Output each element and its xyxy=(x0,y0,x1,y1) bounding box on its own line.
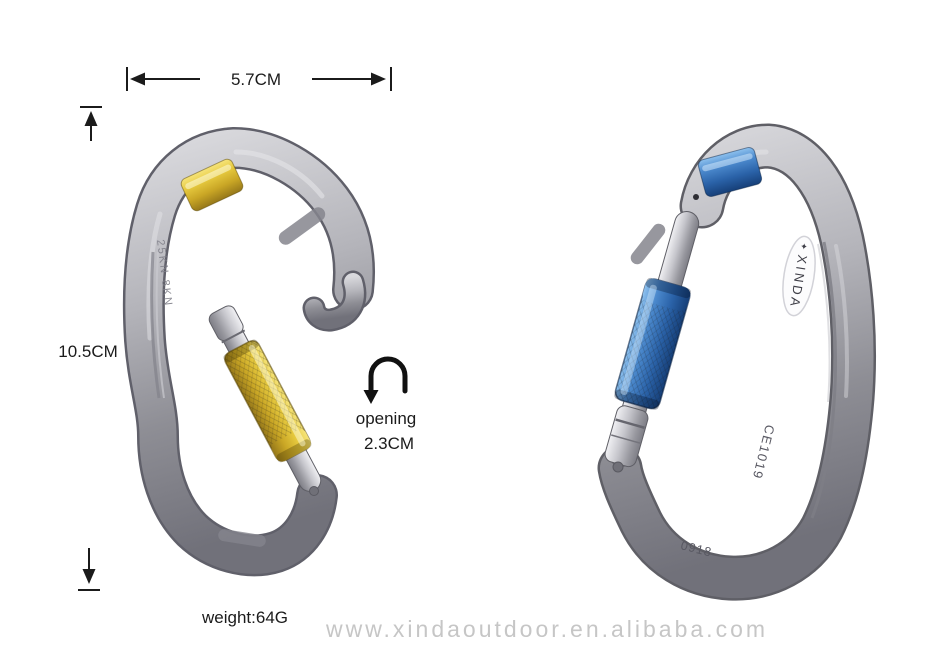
left-frame-bottom-groove xyxy=(218,529,266,547)
width-dim-right-arrowhead xyxy=(371,72,386,86)
right-gate-lower-cylinder xyxy=(604,405,649,468)
left-lock-sleeve-ridge-a xyxy=(223,339,259,363)
left-gate-rivet xyxy=(309,486,319,496)
width-dimension-label: 5.7CM xyxy=(231,70,281,89)
weight-label: weight:64G xyxy=(201,608,288,627)
left-frame-spine-groove-highlight xyxy=(155,251,165,399)
left-frame-spine-groove xyxy=(150,251,161,399)
right-carabiner-frame xyxy=(600,126,874,599)
opening-arrowhead xyxy=(363,390,379,404)
right-nose-pin-hole xyxy=(693,194,699,200)
right-nose-band xyxy=(697,146,763,198)
height-dimension-label: 10.5CM xyxy=(58,342,118,361)
left-carabiner-nose-hook-body xyxy=(305,273,364,330)
brand-badge-oval xyxy=(782,235,816,317)
watermark: www.xindaoutdoor.en.alibaba.com xyxy=(325,616,768,642)
left-frame-top-highlight xyxy=(233,149,325,199)
brand-badge: ✦ XINDA xyxy=(782,235,816,317)
height-dim-down-arrowhead xyxy=(82,569,96,584)
left-lock-sleeve-smooth-band xyxy=(271,429,311,462)
right-lock-sleeve-ridge-b xyxy=(645,277,691,299)
left-frame-spine-highlight xyxy=(146,211,163,341)
right-frame-spine-groove xyxy=(810,241,838,519)
opening-arrow-symbol xyxy=(368,356,408,400)
right-frame-side-highlight xyxy=(834,244,849,398)
width-dimension xyxy=(126,67,392,91)
opening-label: opening xyxy=(356,409,417,428)
right-gate-assembly xyxy=(604,211,700,468)
opening-value: 2.3CM xyxy=(364,434,414,453)
cert-code-text: CE1019 xyxy=(750,423,778,481)
left-gate-tip-ring xyxy=(221,329,246,344)
right-gate-cylinder-ring-2 xyxy=(611,434,641,444)
left-carabiner-frame xyxy=(125,129,373,574)
right-gate-rivet xyxy=(612,461,624,473)
left-lock-sleeve-ridge-b xyxy=(276,439,312,463)
right-lock-sleeve-ridge-a xyxy=(614,389,660,410)
right-gate-cylinder-ring xyxy=(615,418,645,429)
left-frame-stamped-slot xyxy=(278,207,326,245)
right-frame-stamped-slot xyxy=(630,223,666,265)
left-lock-sleeve-highlight xyxy=(248,345,306,447)
right-lock-sleeve-highlight xyxy=(620,284,657,395)
left-carabiner: 25KN 8KN xyxy=(122,127,375,577)
right-lock-sleeve-smooth-band xyxy=(642,278,691,311)
width-dim-left-arrowhead xyxy=(130,72,145,86)
left-gate-assembly xyxy=(208,305,322,492)
opening-dimension: opening 2.3CM xyxy=(356,356,417,453)
right-carabiner: ✦ XINDA CE1019 0918 xyxy=(597,123,877,601)
right-lock-sleeve-knurl-2 xyxy=(615,279,690,409)
left-lock-sleeve-knurl-2 xyxy=(224,340,311,461)
right-frame-spine-groove-highlight xyxy=(817,243,831,403)
brand-logo-mark: ✦ xyxy=(798,242,809,251)
height-dimension xyxy=(78,106,102,591)
left-nose-band xyxy=(180,158,244,212)
height-dim-up-arrowhead xyxy=(84,111,98,126)
